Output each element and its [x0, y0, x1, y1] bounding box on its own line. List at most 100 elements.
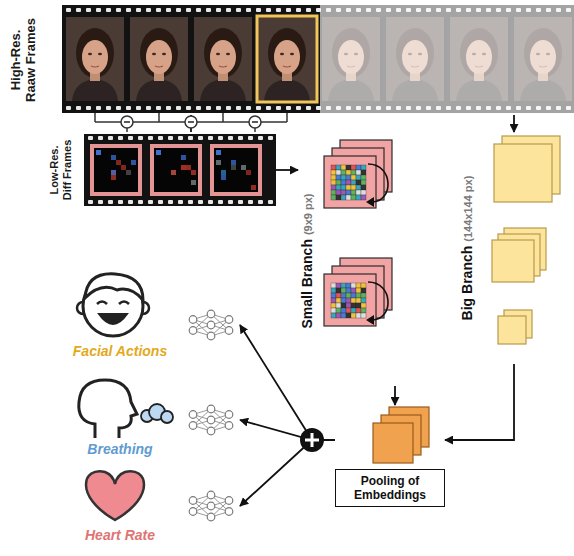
network-neuron [225, 327, 233, 335]
shirt [136, 79, 182, 101]
kernel-cell [351, 185, 356, 190]
flow-arrow [240, 325, 335, 440]
minus-symbol [121, 116, 133, 128]
kernel-cell [336, 180, 341, 185]
face [274, 40, 300, 74]
kernel-cell [336, 190, 341, 195]
eye-icon [119, 302, 129, 305]
sprocket-hole [116, 8, 121, 12]
sprocket-hole [276, 8, 281, 12]
kernel-cell [361, 165, 366, 170]
eye [290, 53, 294, 55]
sprocket-hole [98, 200, 103, 204]
strip-label: High-Res. Raaw Frames [8, 15, 38, 105]
sprocket-hole [198, 200, 203, 204]
kernel-cell [346, 293, 351, 298]
rotated-label: Low-Res. Diff Frames [48, 137, 74, 203]
kernel-cell [336, 175, 341, 180]
sprocket-hole [166, 8, 171, 12]
kernel-cell [356, 303, 361, 308]
hair-icon [85, 274, 143, 300]
diff-pixel [191, 180, 196, 185]
sprocket-hole [236, 8, 241, 12]
raw-frames-strip: High-Res. Raaw Frames [8, 5, 574, 115]
kernel-cell [331, 170, 336, 175]
sprocket-hole [76, 106, 81, 110]
branch-label: Small Branch [298, 239, 316, 328]
sprocket-hole [128, 200, 133, 204]
kernel-cell [346, 175, 351, 180]
kernel-cell [351, 298, 356, 303]
kernel-cell [341, 303, 346, 308]
sprocket-hole [258, 136, 263, 140]
big-branch: Big Branch(144x144 px) [458, 132, 570, 364]
kernel-cell [341, 185, 346, 190]
resolution-label: (144x144 px) [459, 176, 477, 242]
sprocket-hole [206, 106, 211, 110]
diff-pixel [231, 160, 236, 165]
plus-symbol [311, 433, 314, 447]
shirt [72, 79, 118, 101]
sprocket-hole [226, 106, 231, 110]
sliding-arrow-head [366, 197, 374, 207]
sprocket-hole [86, 106, 91, 110]
eye [88, 53, 92, 55]
network-neuron [207, 321, 215, 329]
sprocket-hole [168, 136, 173, 140]
sprocket-hole [66, 106, 71, 110]
sprocket-hole [66, 8, 71, 12]
sprocket-hole [138, 200, 143, 204]
kernel-cell [351, 165, 356, 170]
diff-frame-border [210, 144, 262, 196]
kernel-cell [336, 165, 341, 170]
kernel-cell [351, 180, 356, 185]
kernel-cell [361, 303, 366, 308]
network-neuron [225, 497, 233, 505]
diff-pixel [126, 170, 131, 175]
kernel-cell [341, 298, 346, 303]
minus-symbol [124, 121, 130, 123]
sprocket-hole [238, 200, 243, 204]
kernel-cell [351, 308, 356, 313]
task-label-holder: Breathing [55, 440, 185, 458]
kernel-cell [336, 195, 341, 200]
kernel-cell [356, 190, 361, 195]
flow-arrow [445, 364, 514, 440]
mouth [155, 66, 163, 67]
sprocket-hole [168, 200, 173, 204]
kernel-cell [351, 175, 356, 180]
diff-pixel [241, 165, 246, 170]
kernel-cell [341, 195, 346, 200]
sprocket-hole [106, 8, 111, 12]
kernel-cell [346, 195, 351, 200]
kernel-cell [346, 283, 351, 288]
resolution-label: (9x9 px) [299, 193, 317, 235]
sliding-arrow [368, 282, 388, 320]
sprocket-hole [176, 106, 181, 110]
diff-pixel [116, 160, 121, 165]
face [82, 40, 108, 74]
diff-frames-strip: Low-Res. Diff Frames [48, 132, 276, 208]
diff-pixel [111, 175, 116, 180]
flow-arrow [276, 169, 298, 171]
mouth [219, 66, 227, 67]
kernel-cell [346, 303, 351, 308]
kernel-cell [361, 288, 366, 293]
kernel-cell [331, 190, 336, 195]
sprocket-hole [86, 8, 91, 12]
sprocket-hole [108, 136, 113, 140]
diff-pixel [231, 165, 236, 170]
kernel-cell [356, 180, 361, 185]
diff-pixel [111, 170, 116, 175]
node-illustration [8, 5, 574, 115]
kernel-cell [351, 288, 356, 293]
sprocket-hole [88, 136, 93, 140]
kernel-cell [356, 313, 361, 318]
kernel-cell [336, 293, 341, 298]
sprocket-hole [148, 200, 153, 204]
network-neuron [189, 411, 197, 419]
kernel-cell [361, 195, 366, 200]
task-label: Facial Actions [55, 342, 185, 360]
flow-arrow [513, 115, 515, 132]
